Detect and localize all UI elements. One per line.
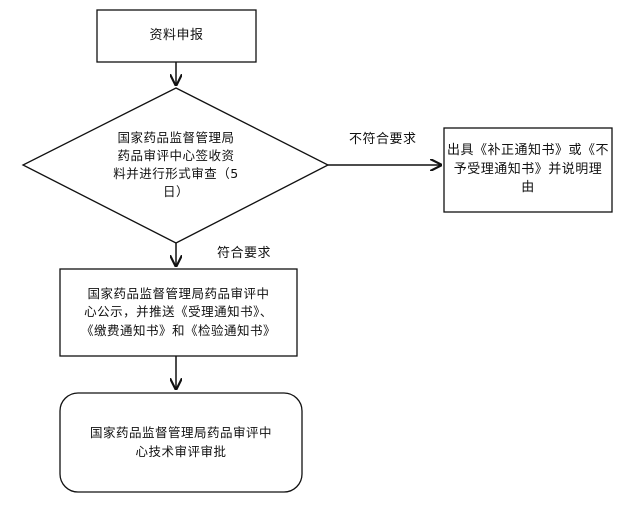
notice-text: 国家药品监督管理局药品审评中 心公示，并推送《受理通知书》、 《缴费通知书》和《… — [80, 286, 276, 338]
pass-branch-label: 符合要求 — [217, 246, 272, 261]
technical-review-box — [59, 392, 303, 493]
fail-branch-label: 不符合要求 — [349, 132, 417, 147]
fail-result-text: 出具《补正通知书》或《不 予受理通知书》并说明理 由 — [446, 142, 609, 196]
submit-box — [96, 9, 257, 63]
fail-result-box — [443, 127, 613, 213]
notice-box — [59, 268, 298, 357]
submit-text: 资料申报 — [149, 27, 204, 43]
review-decision-text: 国家药品监督管理局 药品审评中心签收资 料并进行形式审查（5 日） — [113, 129, 239, 200]
technical-review-text: 国家药品监督管理局药品审评中 心技术审评审批 — [89, 425, 272, 459]
